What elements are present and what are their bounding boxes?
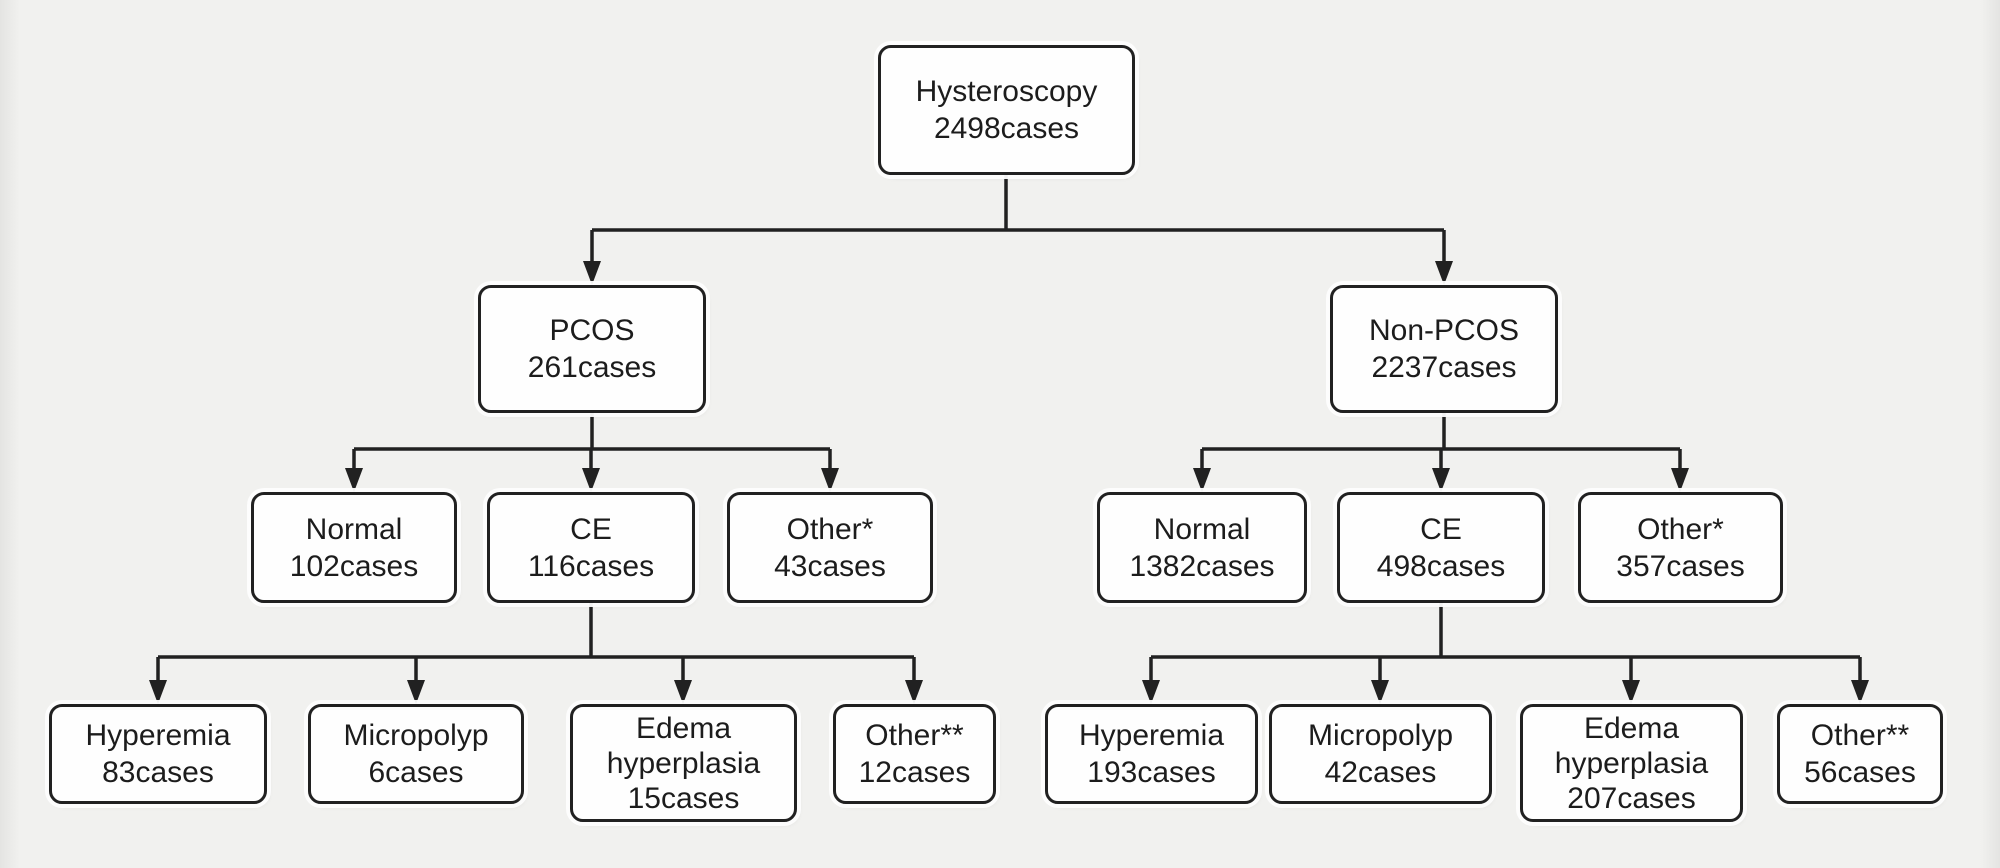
node-count: 83cases (102, 756, 214, 789)
node-count: 2237cases (1371, 351, 1517, 384)
node-label: Micropolyp (343, 719, 489, 752)
node-label: Micropolyp (1307, 719, 1454, 752)
node-count: 357cases (1616, 549, 1745, 583)
node-label: Other* (1637, 512, 1724, 546)
node-label: Edema hyperplasia (606, 711, 761, 780)
node-label: Non-PCOS (1368, 314, 1520, 347)
node-label: Other** (1810, 719, 1910, 752)
node-count: 498cases (1376, 549, 1506, 583)
node-label: PCOS (549, 314, 635, 347)
node-label: Hyperemia (1078, 719, 1225, 752)
node-count: 261cases (527, 351, 657, 384)
node-pcos-normal: Normal 102cases (251, 492, 457, 603)
node-non-pcos-ce: CE 498cases (1337, 492, 1545, 603)
node-count: 116cases (527, 549, 655, 583)
node-label: Normal (1153, 512, 1251, 546)
node-pcos-other: Other* 43cases (727, 492, 933, 603)
node-pcos-ce-edema-hyperplasia: Edema hyperplasia 15cases (570, 704, 797, 822)
node-non-pcos-ce-hyperemia: Hyperemia 193cases (1045, 704, 1258, 804)
node-hysteroscopy: Hysteroscopy 2498cases (878, 45, 1135, 175)
node-count: 12cases (858, 756, 971, 789)
node-count: 42cases (1324, 756, 1437, 789)
node-non-pcos-other: Other* 357cases (1578, 492, 1783, 603)
node-label: Other* (786, 512, 874, 546)
node-pcos-ce-hyperemia: Hyperemia 83cases (49, 704, 267, 804)
node-count: 102cases (289, 549, 419, 583)
node-count: 193cases (1087, 756, 1216, 789)
node-count: 15cases (627, 781, 740, 815)
node-non-pcos-normal: Normal 1382cases (1097, 492, 1307, 603)
node-count: 56cases (1804, 756, 1916, 789)
node-label: Edema hyperplasia (1554, 711, 1709, 780)
node-label: CE (570, 512, 612, 546)
node-pcos-ce-micropolyp: Micropolyp 6cases (308, 704, 524, 804)
node-pcos-ce: CE 116cases (487, 492, 695, 603)
node-non-pcos-ce-micropolyp: Micropolyp 42cases (1269, 704, 1492, 804)
node-non-pcos: Non-PCOS 2237cases (1330, 285, 1558, 413)
node-non-pcos-ce-edema-hyperplasia: Edema hyperplasia 207cases (1520, 704, 1743, 822)
node-label: CE (1420, 512, 1462, 546)
node-label: Hysteroscopy (915, 75, 1098, 108)
node-count: 6cases (368, 756, 464, 789)
node-count: 43cases (774, 549, 886, 583)
node-count: 2498cases (933, 112, 1080, 145)
node-label: Hyperemia (85, 719, 231, 752)
node-count: 207cases (1567, 781, 1696, 815)
node-count: 1382cases (1129, 549, 1275, 583)
node-label: Other** (865, 719, 964, 752)
node-pcos: PCOS 261cases (478, 285, 706, 413)
node-pcos-ce-other: Other** 12cases (833, 704, 996, 804)
node-non-pcos-ce-other: Other** 56cases (1777, 704, 1943, 804)
node-label: Normal (305, 512, 403, 546)
